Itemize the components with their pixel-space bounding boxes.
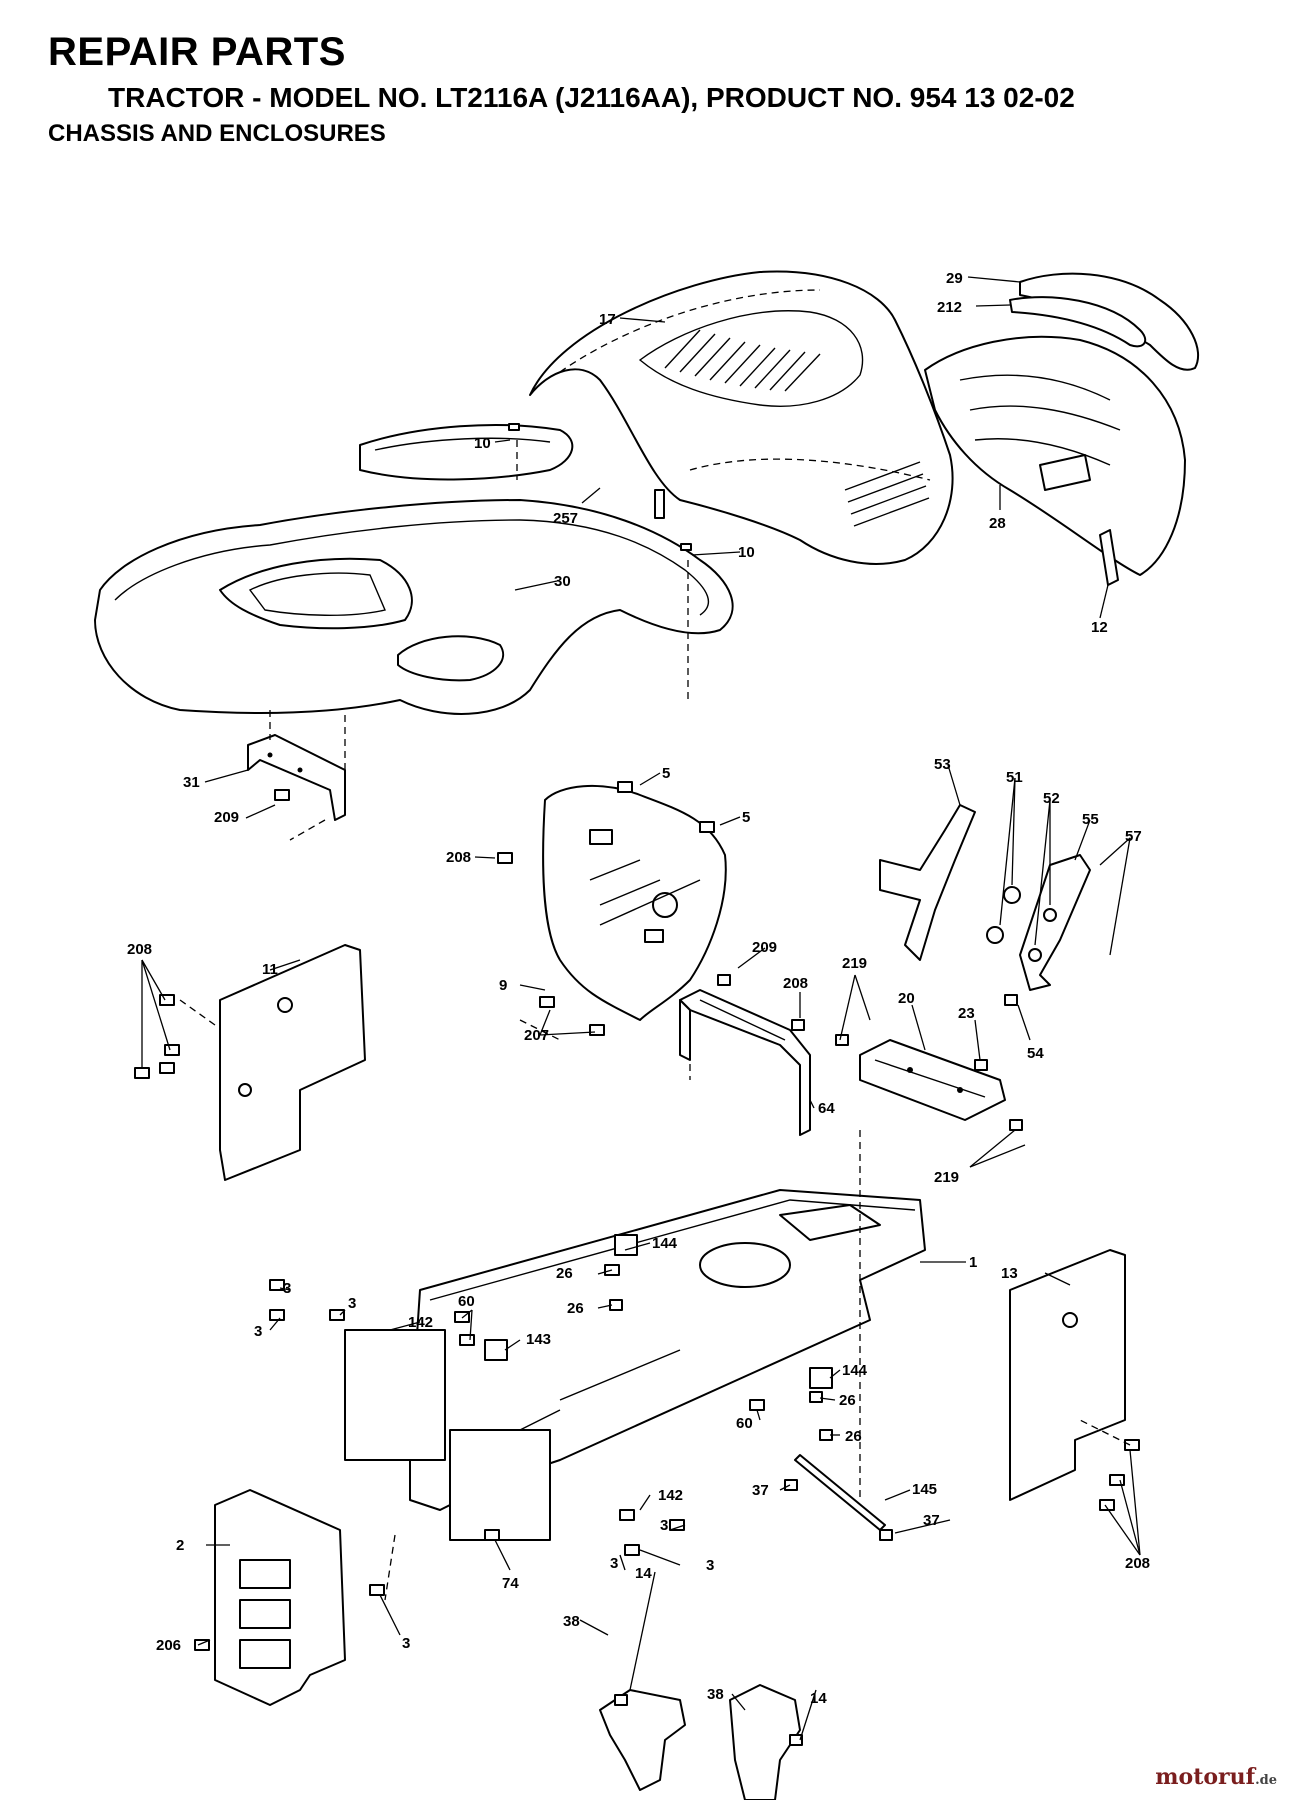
callout-209-bracket: 209 <box>214 809 239 826</box>
callout-145: 145 <box>912 1481 937 1498</box>
callout-26-d: 26 <box>845 1428 862 1445</box>
callout-23: 23 <box>958 1005 975 1022</box>
callout-labels: 29 212 17 10 10 257 28 30 12 31 209 5 5 … <box>127 270 1150 1707</box>
callout-37-right: 37 <box>923 1512 940 1529</box>
callout-219-upper: 219 <box>842 955 867 972</box>
callout-219-lower: 219 <box>934 1169 959 1186</box>
callout-208-left-panel: 208 <box>127 941 152 958</box>
callout-257: 257 <box>553 510 578 527</box>
watermark-name: motoruf <box>1155 1764 1256 1790</box>
callout-10-lower: 10 <box>738 544 755 561</box>
hardware-parts <box>134 423 1140 1746</box>
callout-3-c: 3 <box>254 1323 262 1340</box>
callout-1: 1 <box>969 1254 977 1271</box>
callout-38-upper: 38 <box>563 1613 580 1630</box>
leader-lines <box>141 276 1141 1741</box>
callout-3-b: 3 <box>348 1295 356 1312</box>
callout-11: 11 <box>262 961 278 978</box>
left-side-panel-part <box>219 944 366 1181</box>
site-watermark: motoruf.de <box>1155 1764 1277 1790</box>
lever-part <box>879 804 1091 991</box>
callout-37-left: 37 <box>752 1482 769 1499</box>
callout-10-upper: 10 <box>474 435 491 452</box>
callout-14-upper: 14 <box>635 1565 652 1582</box>
callout-212: 212 <box>937 299 962 316</box>
callout-74: 74 <box>502 1575 519 1592</box>
callout-5-left: 5 <box>662 765 670 782</box>
model-subtitle: TRACTOR - MODEL NO. LT2116A (J2116AA), P… <box>108 82 1075 113</box>
callout-30: 30 <box>554 573 571 590</box>
callout-12: 12 <box>1091 619 1108 636</box>
callout-14-lower: 14 <box>810 1690 827 1707</box>
callout-142-left: 142 <box>408 1314 433 1331</box>
callout-3-g: 3 <box>610 1555 618 1572</box>
callout-31: 31 <box>183 774 200 791</box>
callout-53: 53 <box>934 756 951 773</box>
callout-60-right: 60 <box>736 1415 753 1432</box>
callout-54: 54 <box>1027 1045 1044 1062</box>
main-frame-part <box>344 1189 926 1541</box>
callout-57: 57 <box>1125 828 1142 845</box>
callout-20: 20 <box>898 990 915 1007</box>
callout-3-e: 3 <box>706 1557 714 1574</box>
page-title: REPAIR PARTS <box>48 30 346 74</box>
callout-142-right: 142 <box>658 1487 683 1504</box>
callout-206: 206 <box>156 1637 181 1654</box>
callout-3-d: 3 <box>660 1517 668 1534</box>
callout-144-lower: 144 <box>842 1362 868 1379</box>
callout-26-c: 26 <box>839 1392 856 1409</box>
callout-2: 2 <box>176 1537 184 1554</box>
grille-part <box>924 335 1186 586</box>
dash-panel-part <box>542 785 727 1021</box>
section-heading: CHASSIS AND ENCLOSURES <box>48 120 386 147</box>
grille-top-part <box>1009 272 1200 371</box>
callout-29: 29 <box>946 270 963 287</box>
callout-52: 52 <box>1043 790 1060 807</box>
callout-143: 143 <box>526 1331 551 1348</box>
callout-144-upper: 144 <box>652 1235 678 1252</box>
plate-part <box>859 1039 1006 1121</box>
callout-3-f: 3 <box>402 1635 410 1652</box>
callout-26-a: 26 <box>556 1265 573 1282</box>
callout-3-a: 3 <box>283 1280 291 1297</box>
callout-208-right-panel: 208 <box>1125 1555 1150 1572</box>
watermark-tld: .de <box>1255 1773 1277 1788</box>
fender-deck-part <box>94 424 734 715</box>
callout-209-dash: 209 <box>752 939 777 956</box>
callout-207: 207 <box>524 1027 549 1044</box>
callout-13: 13 <box>1001 1265 1018 1282</box>
callout-208-dash: 208 <box>446 849 471 866</box>
callout-5-right: 5 <box>742 809 750 826</box>
callout-51: 51 <box>1006 769 1023 786</box>
bracket-part <box>247 734 346 821</box>
callout-26-b: 26 <box>567 1300 584 1317</box>
callout-28: 28 <box>989 515 1006 532</box>
front-bumper-part <box>214 1489 346 1706</box>
right-side-panel-part <box>1009 1249 1126 1501</box>
callout-17: 17 <box>599 311 616 328</box>
callout-208-support: 208 <box>783 975 808 992</box>
dash-support-part <box>679 989 811 1136</box>
callout-38-lower: 38 <box>707 1686 724 1703</box>
axle-bracket-part <box>599 1684 801 1800</box>
callout-9: 9 <box>499 977 507 994</box>
callout-64: 64 <box>818 1100 835 1117</box>
callout-60-left: 60 <box>458 1293 475 1310</box>
callout-55: 55 <box>1082 811 1099 828</box>
assembly-lines <box>179 440 1131 1601</box>
